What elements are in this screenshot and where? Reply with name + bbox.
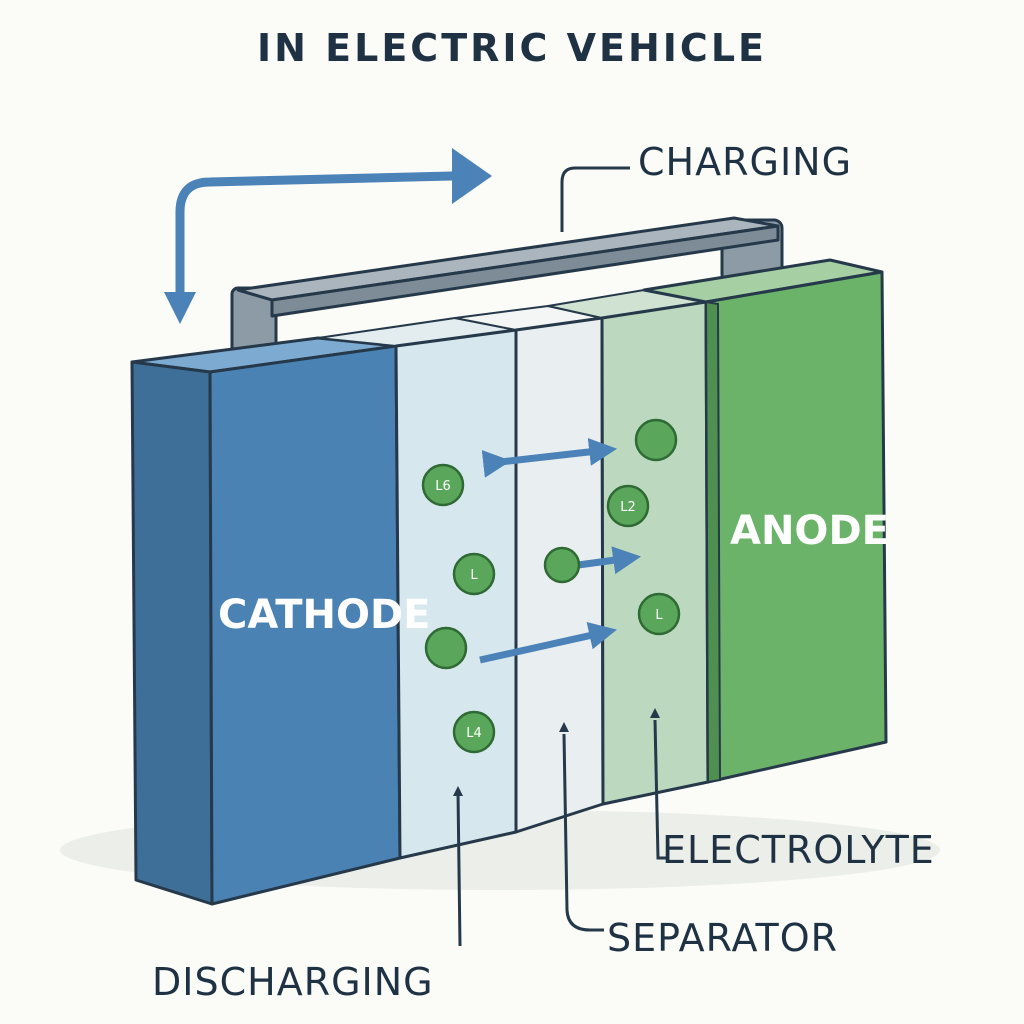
diagram-title: IN ELECTRIC VEHICLE — [257, 26, 767, 70]
lithium-ion: L4 — [452, 710, 496, 754]
electrolyte-callout-line — [653, 719, 668, 860]
ion-arrow-right-2 — [479, 621, 617, 664]
discharging-callout-line — [456, 791, 462, 947]
lithium-ion-label: L2 — [620, 500, 636, 515]
charging-label: CHARGING — [638, 140, 853, 184]
lithium-ion — [634, 418, 678, 462]
lithium-ion: L6 — [421, 463, 465, 507]
charging-flow-arrow — [164, 148, 492, 324]
lithium-ion-label: L — [470, 568, 478, 583]
lithium-ion — [543, 546, 581, 584]
anode-block — [642, 258, 888, 784]
lithium-ion: L2 — [606, 484, 650, 528]
lithium-ion: L — [452, 552, 496, 596]
electrolyte-label: ELECTROLYTE — [662, 828, 935, 872]
lithium-ions: L6L L4 L2L — [421, 418, 681, 754]
discharging-label: DISCHARGING — [152, 960, 434, 1004]
battery-handle — [230, 216, 784, 366]
ion-arrow-double — [481, 437, 618, 478]
discharging-pointer-icon — [453, 786, 463, 796]
charging-callout-line — [560, 166, 630, 232]
lithium-ion-label: L — [655, 608, 663, 623]
lithium-ion — [424, 626, 468, 670]
lithium-ion: L — [637, 592, 681, 636]
separator-label: SEPARATOR — [607, 916, 839, 960]
lithium-ion-label: L4 — [466, 726, 482, 741]
lithium-ion-label: L6 — [435, 479, 451, 494]
cathode-block — [130, 336, 402, 906]
cathode-label: CATHODE — [218, 592, 431, 638]
electrolyte-pointer-icon — [650, 708, 660, 718]
separator-callout-line — [562, 733, 604, 932]
anode-label: ANODE — [730, 508, 889, 554]
separator-pointer-icon — [559, 722, 569, 732]
